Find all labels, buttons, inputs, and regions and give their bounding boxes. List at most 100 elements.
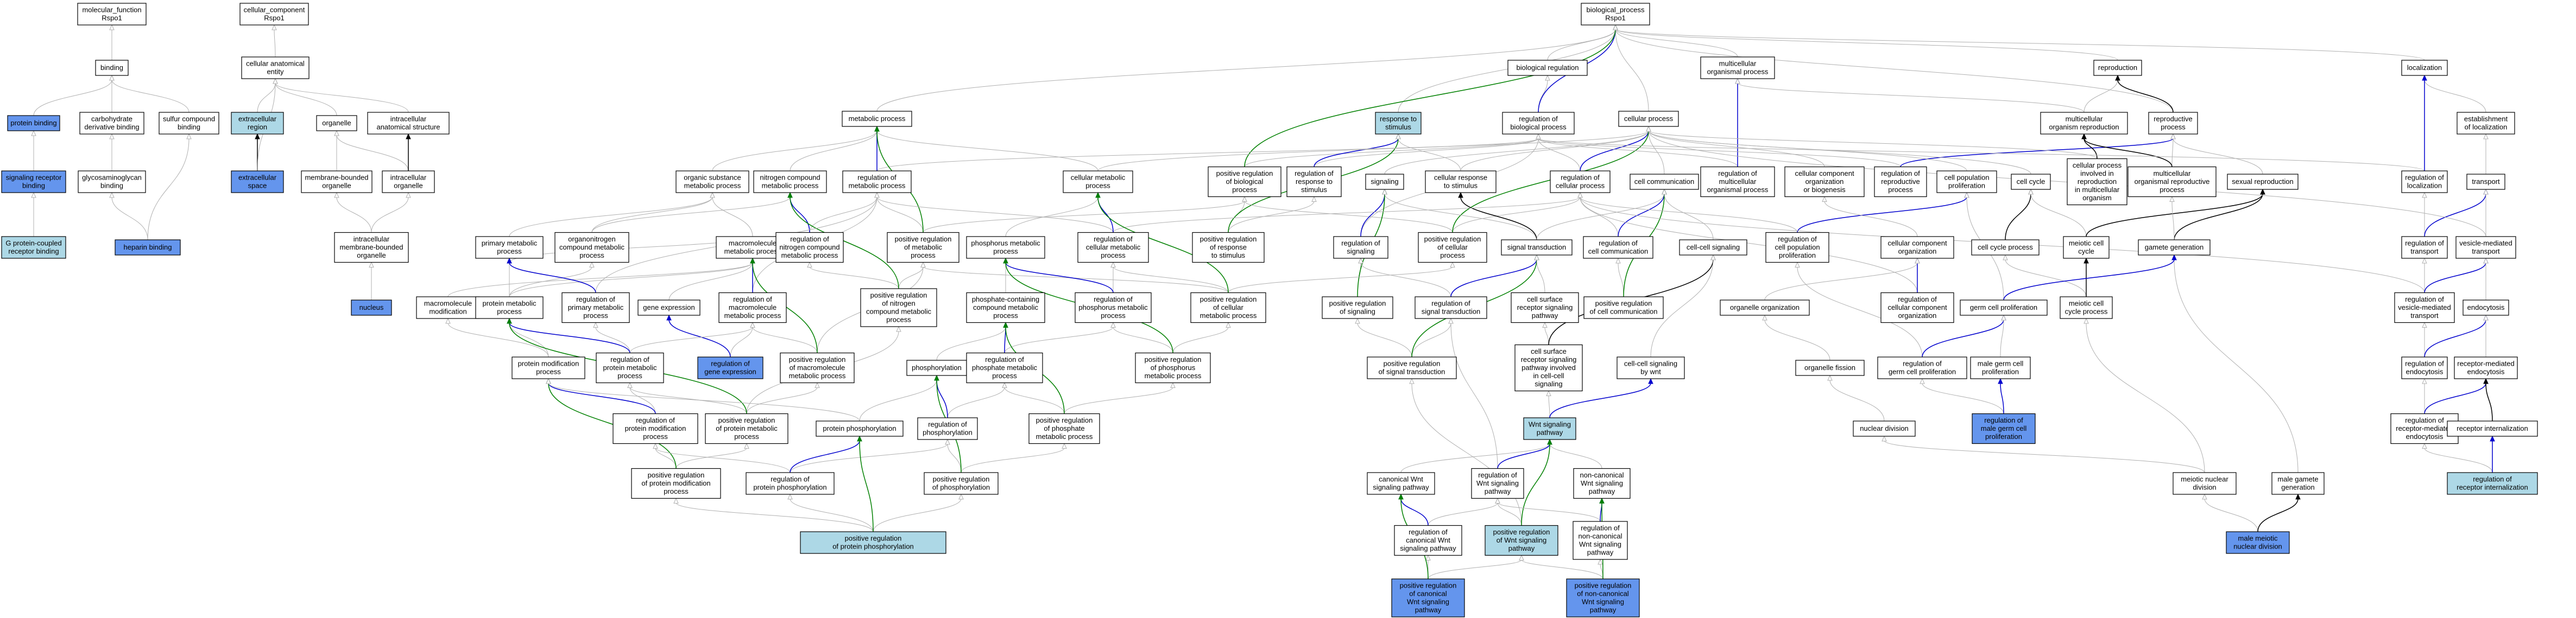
go-term-node[interactable]: reproduction: [2093, 60, 2142, 76]
go-term-node[interactable]: nucleus: [351, 300, 392, 316]
go-term-node[interactable]: germ cell proliferation: [1960, 300, 2048, 316]
go-term-node[interactable]: organelle fission: [1795, 360, 1865, 376]
go-term-node[interactable]: heparin binding: [115, 239, 181, 256]
go-term-node[interactable]: endocytosis: [2463, 300, 2509, 316]
go-term-node[interactable]: organelle: [316, 115, 357, 131]
go-term-node[interactable]: signal transduction: [1501, 239, 1573, 256]
go-term-node[interactable]: binding: [95, 60, 129, 76]
go-term-node[interactable]: transport: [2466, 174, 2505, 190]
go-term-node[interactable]: cell communication: [1630, 174, 1699, 190]
go-term-node[interactable]: receptor internalization: [2447, 421, 2538, 437]
go-term-node[interactable]: protein binding: [7, 115, 60, 131]
go-term-node[interactable]: signaling: [1365, 174, 1404, 190]
go-term-node[interactable]: cell-cell signaling: [1679, 239, 1747, 256]
go-term-node[interactable]: nuclear division: [1853, 421, 1916, 437]
go-term-node[interactable]: protein phosphorylation: [816, 421, 904, 437]
go-term-node[interactable]: regulation ofreceptor-mediatedendocytosi…: [2390, 413, 2459, 444]
go-term-node[interactable]: cell cycle process: [1971, 239, 2040, 256]
go-term-node[interactable]: gene expression: [637, 300, 700, 316]
go-term-node[interactable]: localization: [2401, 60, 2448, 76]
go-term-node[interactable]: biological regulation: [1507, 60, 1588, 76]
